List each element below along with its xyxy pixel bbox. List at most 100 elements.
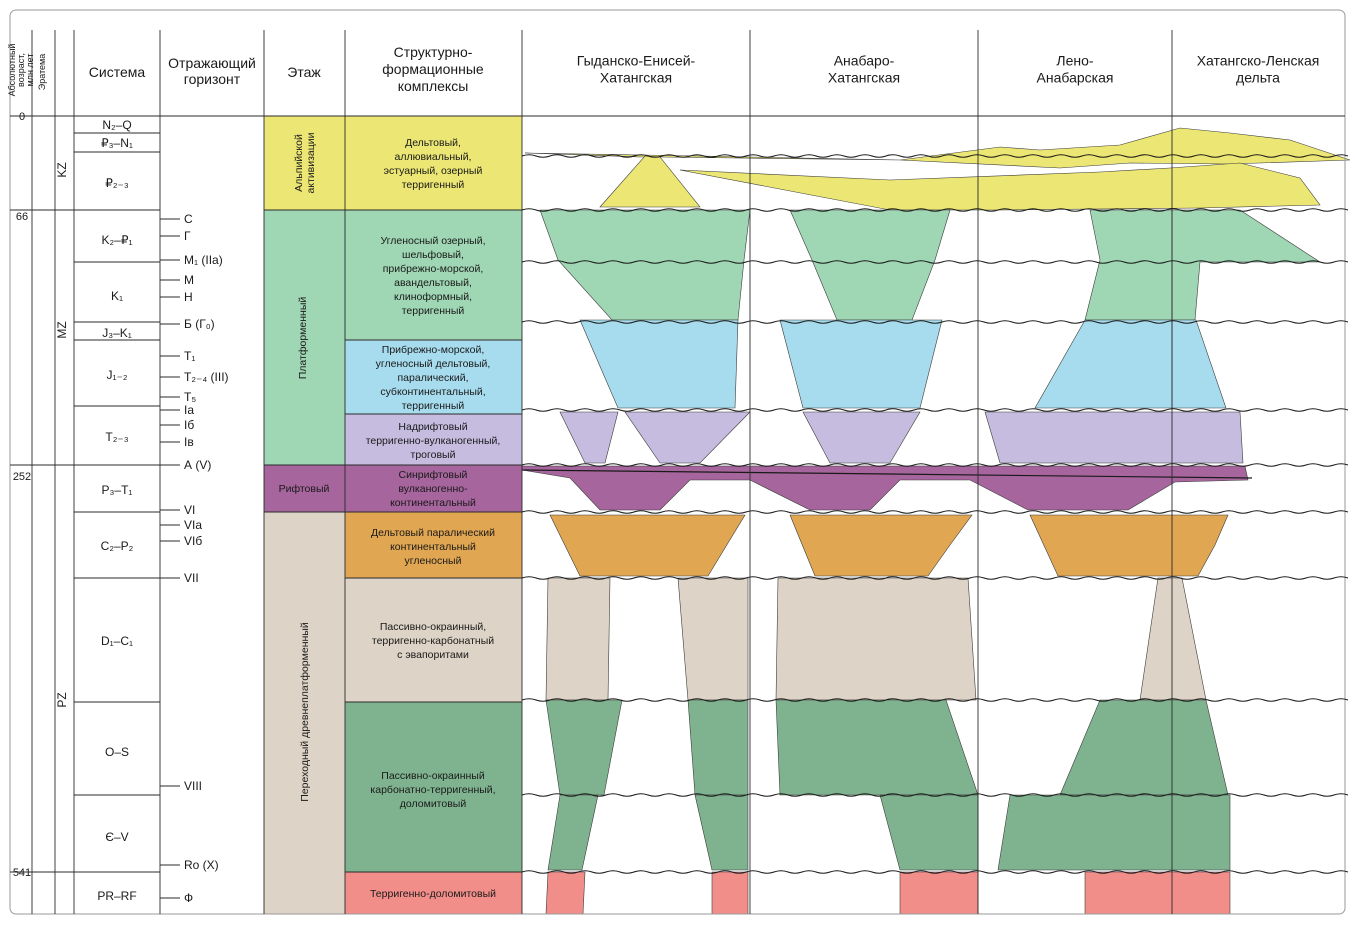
complex-label-7-line: Пассивно-окраинный [381, 770, 485, 782]
complex-label-1-line: прибрежно-морской, [383, 263, 484, 275]
header-region-0-line: Гыданско-Енисей- [577, 53, 696, 69]
header-complexes-line: Структурно- [394, 44, 473, 60]
horizon-label-2: М₁ (IIa) [184, 253, 223, 267]
region-g1b-carbonate [687, 699, 749, 796]
complex-label-0-line: терригенный [402, 179, 465, 191]
boundary-wave-0 [521, 154, 1349, 158]
horizon-label-5: Б (Г₀) [184, 317, 215, 331]
complex-label-8-line: Терригенно-доломитовый [370, 888, 496, 900]
header-region-0-line: Хатангская [600, 70, 672, 86]
complex-label-7: Пассивно-окраинный карбонатно-терригенный… [370, 770, 495, 810]
horizon-label-9: Ia [184, 403, 194, 417]
system-label-5: J₃–K₁ [102, 326, 132, 340]
complex-label-0: Дельтовый,аллювиальный,эстуарный, озерны… [384, 137, 483, 191]
region-kz-wedge [599, 155, 701, 208]
header-age: Абсолютныйвозраст,млн лет [7, 44, 35, 97]
boundary-wave-10 [521, 870, 1349, 874]
region-g1a-platform-lower [559, 411, 619, 464]
complex-bg-2 [345, 340, 522, 414]
system-label-0: N₂–Q [102, 118, 131, 132]
region-g1a-dolomite [545, 871, 586, 915]
region-g1b-platform-lower [624, 411, 751, 464]
age-label-252: 252 [13, 471, 31, 483]
horizon-label-7: Т₂₋₄ (III) [184, 370, 229, 384]
age-label-541: 541 [13, 867, 31, 879]
boundary-wave-6 [521, 510, 1349, 514]
complex-label-8: Терригенно-доломитовый [370, 888, 496, 900]
complex-label-2: Прибрежно-морской,угленосный дельтовый,п… [376, 344, 491, 412]
stage-rift-bg [264, 465, 345, 512]
header-eratheme: Эратема [37, 54, 47, 91]
header-age-line: Абсолютный [7, 44, 17, 97]
boundary-wave-2 [521, 260, 1349, 264]
horizon-label-0: С [184, 212, 193, 226]
header-stage: Этаж [287, 64, 321, 80]
complex-label-4-line: континентальный [390, 497, 476, 509]
horizon-label-19: Ф [184, 891, 193, 905]
system-label-2: ₽₂₋₃ [105, 176, 129, 190]
region-g2-platform-lower [802, 411, 921, 464]
stage-alpine-line: активизации [305, 132, 317, 193]
region-g2-carbonate [775, 699, 979, 796]
horizon-label-17: VIII [184, 779, 202, 793]
complex-label-0-line: Дельтовый, [405, 137, 461, 149]
complex-label-5-line: континентальный [390, 541, 476, 553]
complex-label-1-line: Угленосный озерный, [380, 235, 485, 247]
horizon-label-18: Ro (X) [184, 858, 219, 872]
region-g1b-dolomite [711, 871, 749, 915]
header-horizon-line: горизонт [184, 71, 241, 87]
region-g3-platform-lower [984, 411, 1244, 464]
age-label-0: 0 [19, 111, 25, 123]
complex-label-5-line: Дельтовый паралический [371, 527, 495, 539]
complex-label-5-line: угленосный [405, 555, 462, 567]
complex-bg-8 [345, 872, 522, 914]
horizon-label-4: Н [184, 290, 193, 304]
region-g1-platform-middle [579, 319, 739, 409]
outer-frame [9, 9, 1346, 915]
complex-bg-1 [345, 210, 522, 340]
complex-label-7-line: карбонатно-терригенный, [370, 784, 495, 796]
complex-label-2-line: паралический, [398, 372, 469, 384]
erathem-mz: MZ [55, 321, 69, 338]
system-label-7: T₂₋₃ [105, 430, 128, 444]
header-region-0: Гыданско-Енисей-Хатангская [577, 53, 696, 86]
complex-label-6-line: с эвапоритами [397, 649, 469, 661]
complex-label-1-line: шельфовый, [402, 249, 464, 261]
boundary-wave-9 [521, 793, 1349, 797]
region-g1-platform-upper [539, 209, 751, 321]
system-label-8: P₃–T₁ [102, 483, 133, 497]
complex-label-3-line: троговый [411, 449, 456, 461]
header-age-line: возраст, [16, 53, 26, 87]
region-g3-platform-middle [1034, 319, 1173, 409]
stage-platform: Платформенный [297, 297, 309, 380]
header-horizon-line: Отражающий [168, 55, 256, 71]
stage-alpine-bg [264, 116, 345, 210]
age-label-66: 66 [16, 211, 28, 223]
complex-label-2-line: Прибрежно-морской, [382, 344, 484, 356]
complex-label-1: Угленосный озерный, шельфовый, прибрежно-м… [380, 235, 485, 317]
header-region-1-line: Хатангская [828, 70, 900, 86]
region-g3-carbonate [1059, 699, 1229, 796]
complex-bg-5 [345, 512, 522, 578]
header-region-3-line: дельта [1236, 70, 1280, 86]
horizon-label-11: Iв [184, 435, 194, 449]
region-g3-carbonate-lower [997, 794, 1231, 871]
complex-label-2-line: терригенный [402, 400, 465, 412]
rift-reference-line [521, 469, 1253, 479]
complex-label-6: Пассивно-окраинный,терригенно-карбонатны… [372, 621, 494, 661]
region-g1-delta [549, 514, 746, 577]
complex-label-0-line: аллювиальный, [395, 151, 472, 163]
header-region-2-line: Анабарская [1037, 70, 1114, 86]
complex-label-6-line: терригенно-карбонатный [372, 635, 494, 647]
complex-bg-6 [345, 578, 522, 702]
complex-label-3-line: Надрифтовый [398, 421, 467, 433]
header-region-2-line: Лено- [1056, 53, 1093, 69]
region-g2-evaporite [775, 577, 977, 701]
region-g2-dolomite [899, 871, 979, 915]
horizon-label-8: Т₅ [184, 390, 196, 404]
